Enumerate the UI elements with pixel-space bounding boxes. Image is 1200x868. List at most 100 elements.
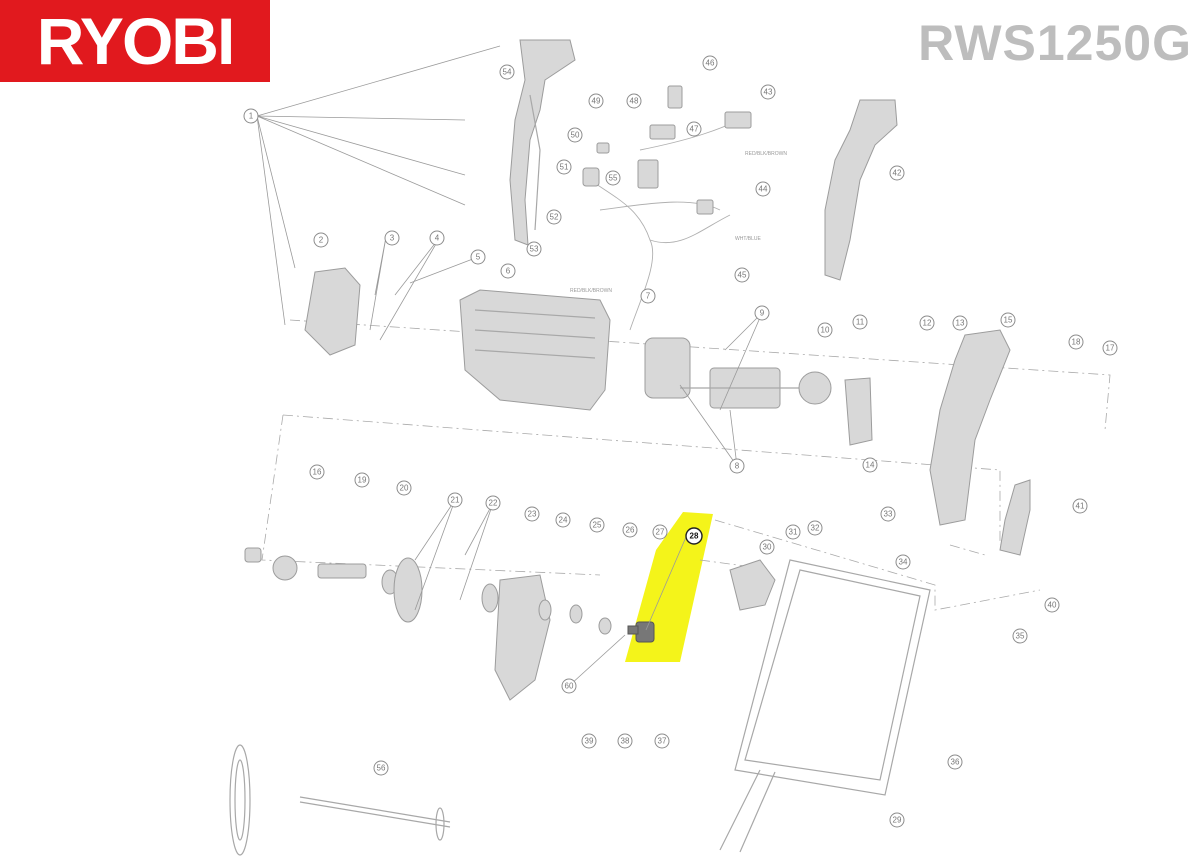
callout-37[interactable]: 37 [654,733,670,749]
callout-51[interactable]: 51 [556,159,572,175]
svg-text:37: 37 [658,737,667,746]
callout-20[interactable]: 20 [396,480,412,496]
callout-26[interactable]: 26 [622,522,638,538]
lever [999,479,1031,556]
svg-text:24: 24 [559,516,568,525]
svg-text:44: 44 [759,185,768,194]
callout-1[interactable]: 1 [243,108,259,124]
svg-text:18: 18 [1072,338,1081,347]
callout-50[interactable]: 50 [567,127,583,143]
svg-text:50: 50 [571,131,580,140]
callout-14[interactable]: 14 [862,457,878,473]
callout-48[interactable]: 48 [626,93,642,109]
callout-30[interactable]: 30 [759,539,775,555]
callout-13[interactable]: 13 [952,315,968,331]
callout-43[interactable]: 43 [760,84,776,100]
callout-44[interactable]: 44 [755,181,771,197]
callout-33[interactable]: 33 [880,506,896,522]
callout-41[interactable]: 41 [1072,498,1088,514]
callout-3[interactable]: 3 [384,230,400,246]
base-plate [719,559,931,853]
svg-text:46: 46 [706,59,715,68]
svg-text:4: 4 [435,234,440,243]
callout-12[interactable]: 12 [919,315,935,331]
callout-53[interactable]: 53 [526,241,542,257]
svg-text:52: 52 [550,213,559,222]
gear-train [244,547,612,701]
svg-text:32: 32 [811,524,820,533]
svg-text:29: 29 [893,816,902,825]
svg-text:54: 54 [503,68,512,77]
callout-54[interactable]: 54 [499,64,515,80]
callout-35[interactable]: 35 [1012,628,1028,644]
assembly-lines [261,319,1111,611]
callout-40[interactable]: 40 [1044,597,1060,613]
callout-39[interactable]: 39 [581,733,597,749]
callout-45[interactable]: 45 [734,267,750,283]
callout-56[interactable]: 56 [373,760,389,776]
svg-text:21: 21 [451,496,460,505]
wire-label-1: RED/BLK/BROWN [745,151,787,157]
svg-text:9: 9 [760,309,765,318]
callout-25[interactable]: 25 [589,517,605,533]
callout-19[interactable]: 19 [354,472,370,488]
callout-21[interactable]: 21 [447,492,463,508]
callout-2[interactable]: 2 [313,232,329,248]
motor-housing [459,289,611,411]
svg-text:25: 25 [593,521,602,530]
svg-text:19: 19 [358,476,367,485]
callout-60[interactable]: 60 [561,678,577,694]
svg-text:34: 34 [899,558,908,567]
svg-text:26: 26 [626,526,635,535]
callout-38[interactable]: 38 [617,733,633,749]
callout-28-selected[interactable]: 28 [685,527,703,545]
svg-text:42: 42 [893,169,902,178]
callout-32[interactable]: 32 [807,520,823,536]
brush-cover [304,267,361,356]
svg-text:2: 2 [319,236,324,245]
callout-6[interactable]: 6 [500,263,516,279]
svg-text:10: 10 [821,326,830,335]
callout-17[interactable]: 17 [1102,340,1118,356]
svg-text:49: 49 [592,97,601,106]
callout-47[interactable]: 47 [686,121,702,137]
svg-text:45: 45 [738,271,747,280]
svg-text:12: 12 [923,319,932,328]
callout-5[interactable]: 5 [470,249,486,265]
callout-42[interactable]: 42 [889,165,905,181]
callout-10[interactable]: 10 [817,322,833,338]
callout-8[interactable]: 8 [729,458,745,474]
callout-27[interactable]: 27 [652,524,668,540]
callout-46[interactable]: 46 [702,55,718,71]
callout-29[interactable]: 29 [889,812,905,828]
svg-text:16: 16 [313,468,322,477]
callout-16[interactable]: 16 [309,464,325,480]
svg-text:28: 28 [690,532,699,541]
svg-text:8: 8 [735,462,740,471]
callout-11[interactable]: 11 [852,314,868,330]
callout-49[interactable]: 49 [588,93,604,109]
callout-24[interactable]: 24 [555,512,571,528]
callout-7[interactable]: 7 [640,288,656,304]
svg-text:30: 30 [763,543,772,552]
callout-22[interactable]: 22 [485,495,501,511]
spindle-lock-part [627,621,655,643]
callout-31[interactable]: 31 [785,524,801,540]
svg-text:23: 23 [528,510,537,519]
callout-34[interactable]: 34 [895,554,911,570]
model-number: RWS1250G [918,15,1192,71]
saw-blade [229,744,251,856]
svg-text:35: 35 [1016,632,1025,641]
svg-text:55: 55 [609,174,618,183]
callout-18[interactable]: 18 [1068,334,1084,350]
callout-55[interactable]: 55 [605,170,621,186]
callout-4[interactable]: 4 [429,230,445,246]
wire-label-2: RED/BLK/BROWN [570,288,612,294]
callout-52[interactable]: 52 [546,209,562,225]
callout-15[interactable]: 15 [1000,312,1016,328]
svg-text:22: 22 [489,499,498,508]
callout-9[interactable]: 9 [754,305,770,321]
callout-36[interactable]: 36 [947,754,963,770]
svg-text:27: 27 [656,528,665,537]
callout-23[interactable]: 23 [524,506,540,522]
